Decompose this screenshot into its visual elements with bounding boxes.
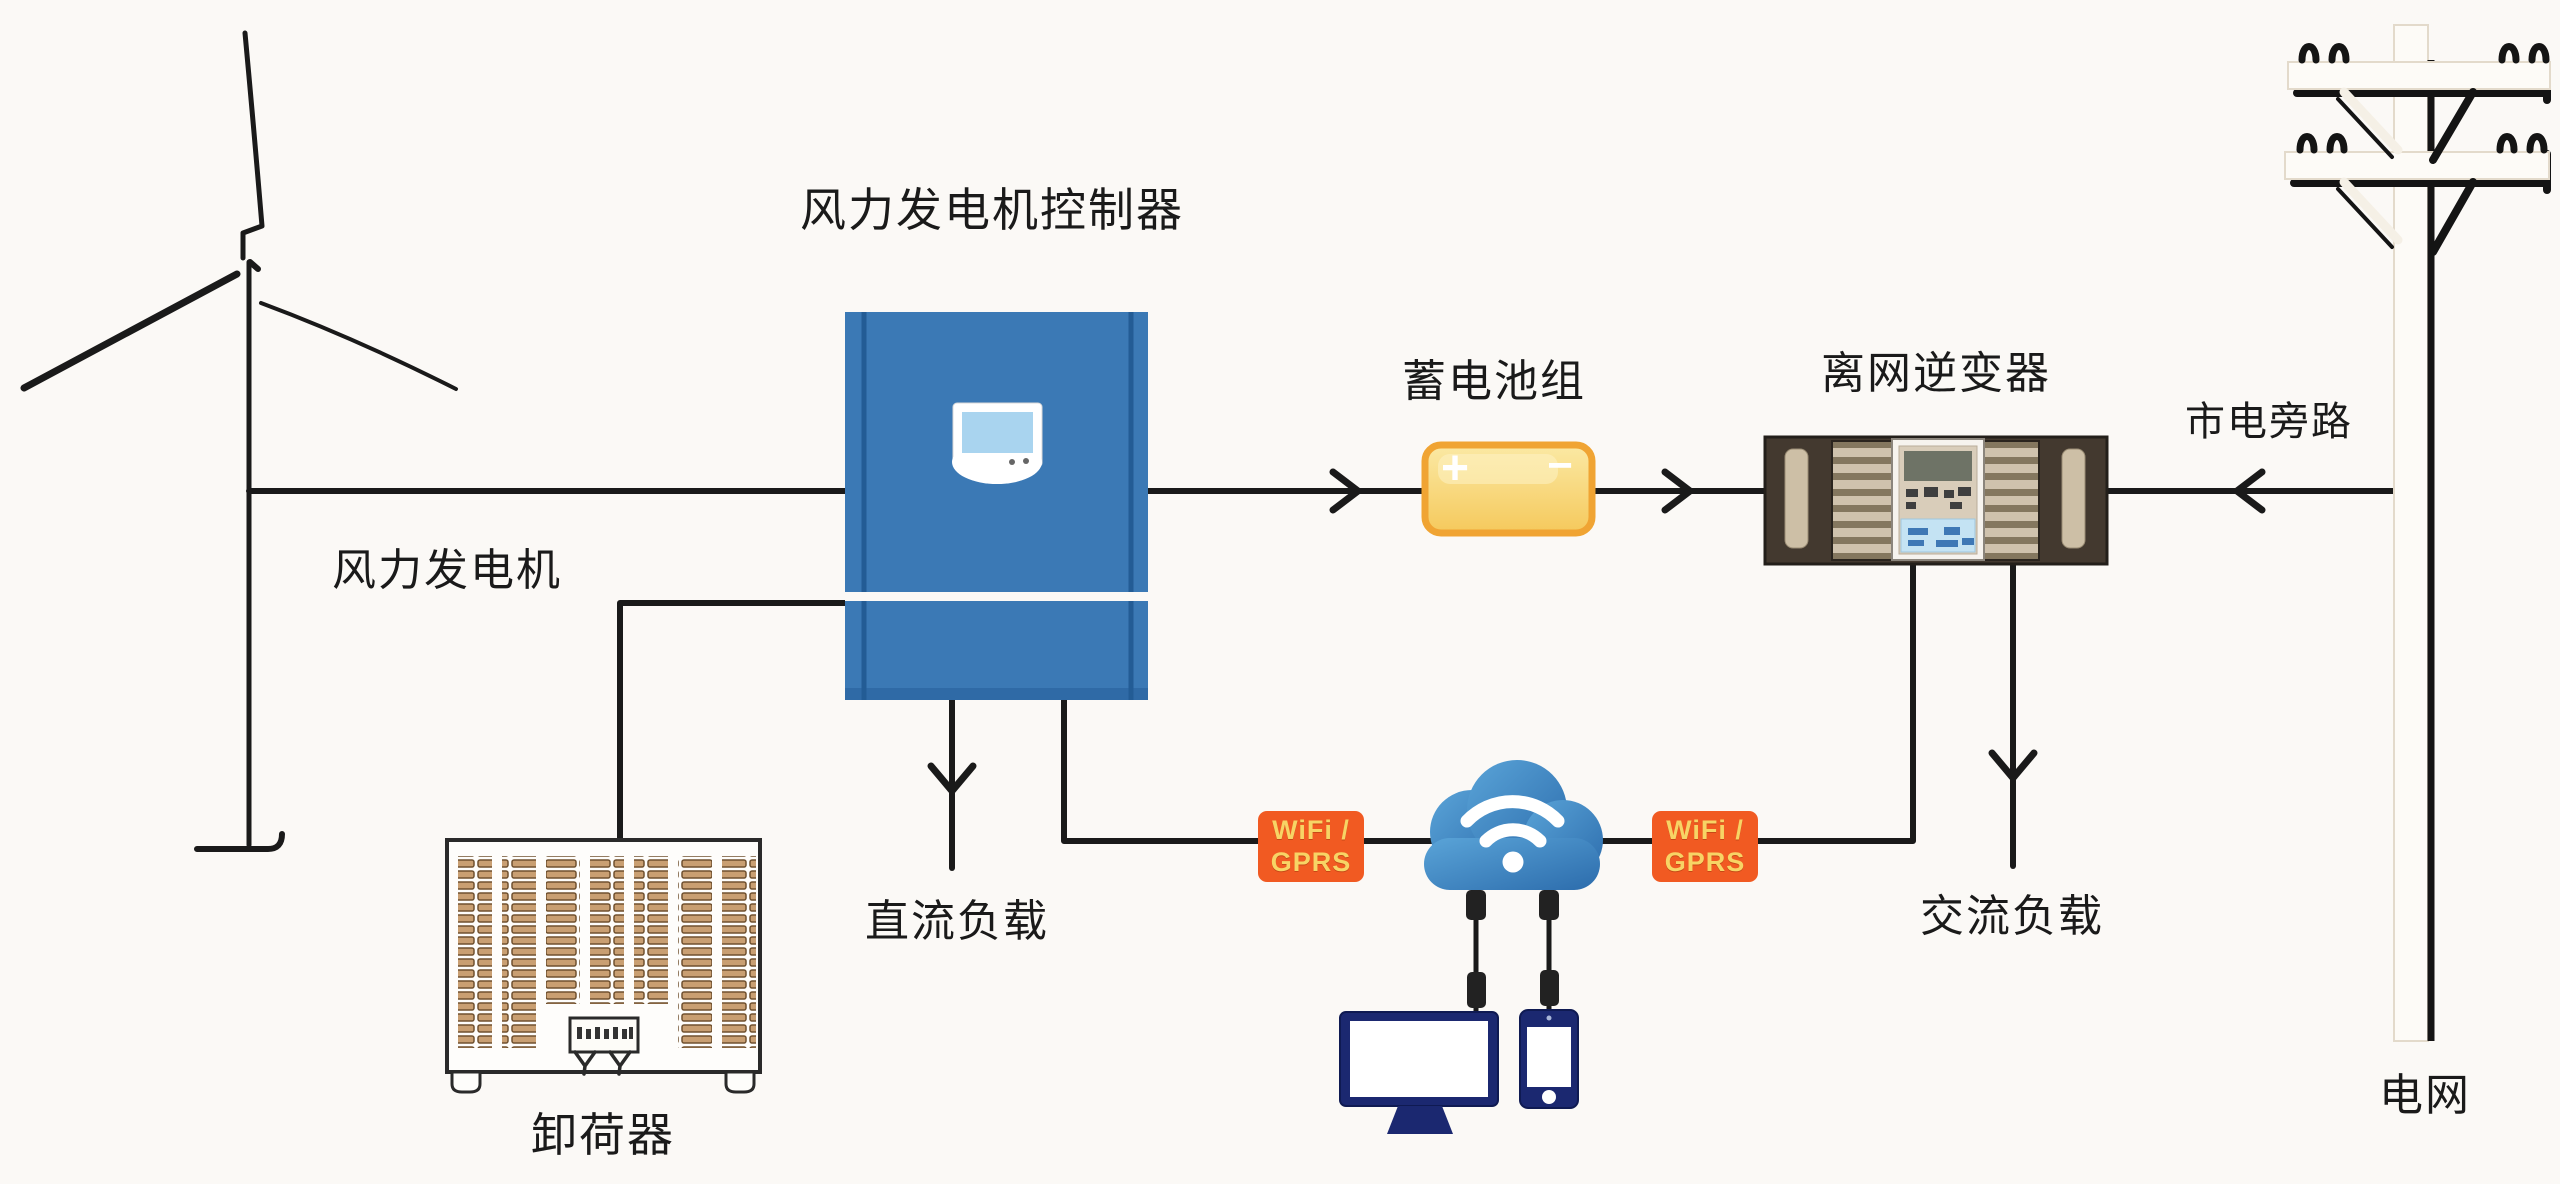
phone-icon — [1519, 1009, 1579, 1109]
turbine-base — [194, 831, 285, 852]
badge-line2: GPRS — [1270, 846, 1352, 877]
controller-gap-line — [845, 592, 1148, 601]
inverter-lcd — [1904, 451, 1972, 481]
phone-home-button — [1542, 1090, 1556, 1104]
inverter-readout-marks — [1908, 527, 1974, 547]
arrow-right-icon — [1661, 468, 1694, 514]
inverter-vents-right — [1976, 440, 2040, 561]
badge-line1: WiFi / — [1272, 815, 1350, 846]
unloader-box — [445, 838, 762, 1094]
phone-screen — [1527, 1027, 1571, 1087]
cable-plugs — [1466, 890, 1559, 1008]
controller-screen — [962, 412, 1033, 453]
insulators — [2296, 43, 2550, 154]
terminal-pins — [577, 1027, 633, 1039]
battery-highlight — [1438, 454, 1558, 484]
arrow-right-icon — [1329, 468, 1362, 514]
mains-bypass-label: 市电旁路 — [2185, 400, 2353, 444]
badge-line2: GPRS — [1664, 846, 1746, 877]
wind-turbine-label: 风力发电机 — [332, 546, 562, 595]
inverter-slot-right — [2061, 448, 2086, 549]
controller-display — [952, 402, 1043, 484]
arrow-down-icon — [1988, 749, 2038, 782]
unloader-foot — [724, 1070, 756, 1094]
unloader-label: 卸荷器 — [531, 1109, 675, 1161]
inverter-vents-left — [1831, 440, 1893, 561]
wind-controller-box — [845, 312, 1148, 700]
wifi-dot — [1502, 851, 1524, 873]
wire-controller-to-unloader — [617, 600, 848, 845]
brace-left-upper — [2339, 87, 2403, 155]
controller-button — [1009, 459, 1015, 465]
brace-left-shadow — [2336, 97, 2394, 159]
battery-icon: + − — [1421, 441, 1596, 537]
controller-title: 风力发电机控制器 — [800, 184, 1184, 236]
crossarm-upper — [2287, 61, 2551, 90]
battery-minus-symbol: − — [1547, 441, 1573, 490]
inverter-buttons — [1906, 487, 1971, 509]
phone-camera — [1546, 1015, 1552, 1021]
grid-label: 电网 — [2379, 1071, 2471, 1120]
inverter-label: 离网逆变器 — [1821, 349, 2051, 398]
wind-turbine-icon — [20, 30, 458, 852]
pole-trunk — [2393, 24, 2429, 1042]
brace-right-upper — [2429, 88, 2477, 164]
turbine-hub — [247, 259, 261, 272]
turbine-blade-up — [240, 30, 265, 261]
dc-load-label: 直流负载 — [865, 897, 1049, 946]
terminal-wires — [573, 1050, 632, 1076]
cloud-icon — [1424, 760, 1603, 1014]
monitor-screen — [1350, 1021, 1488, 1097]
inverter-display — [1891, 438, 1985, 561]
wifi-gprs-badge-right: WiFi / GPRS — [1652, 811, 1758, 882]
battery-plus-symbol: + — [1441, 442, 1469, 495]
inverter-readout — [1900, 518, 1976, 553]
controller-body — [845, 312, 1148, 700]
brace-left-shadow — [2336, 187, 2394, 249]
crossarm-lower — [2284, 151, 2550, 180]
wifi-icon — [1460, 795, 1565, 848]
brace-left-lower — [2339, 177, 2403, 245]
inverter-slot-left — [1784, 448, 1809, 549]
battery-label: 蓄电池组 — [1402, 357, 1586, 406]
turbine-blade-right — [259, 301, 458, 391]
connection-wires — [246, 468, 2415, 871]
turbine-blade-left — [20, 270, 241, 392]
badge-line1: WiFi / — [1666, 815, 1744, 846]
arrow-down-icon — [927, 762, 977, 795]
monitor-stand — [1387, 1106, 1453, 1134]
ac-load-label: 交流负载 — [1920, 892, 2104, 941]
controller-button — [1023, 458, 1029, 464]
utility-pole-icon — [2284, 24, 2551, 1042]
monitor-icon — [1339, 1011, 1499, 1134]
resistor-columns — [458, 856, 756, 1048]
unloader-foot — [450, 1070, 482, 1094]
brace-right-lower — [2429, 178, 2477, 256]
inverter-box — [1763, 435, 2109, 566]
arrow-left-icon — [2233, 468, 2266, 514]
wifi-gprs-badge-left: WiFi / GPRS — [1258, 811, 1364, 882]
controller-bottom-shade — [845, 688, 1148, 700]
